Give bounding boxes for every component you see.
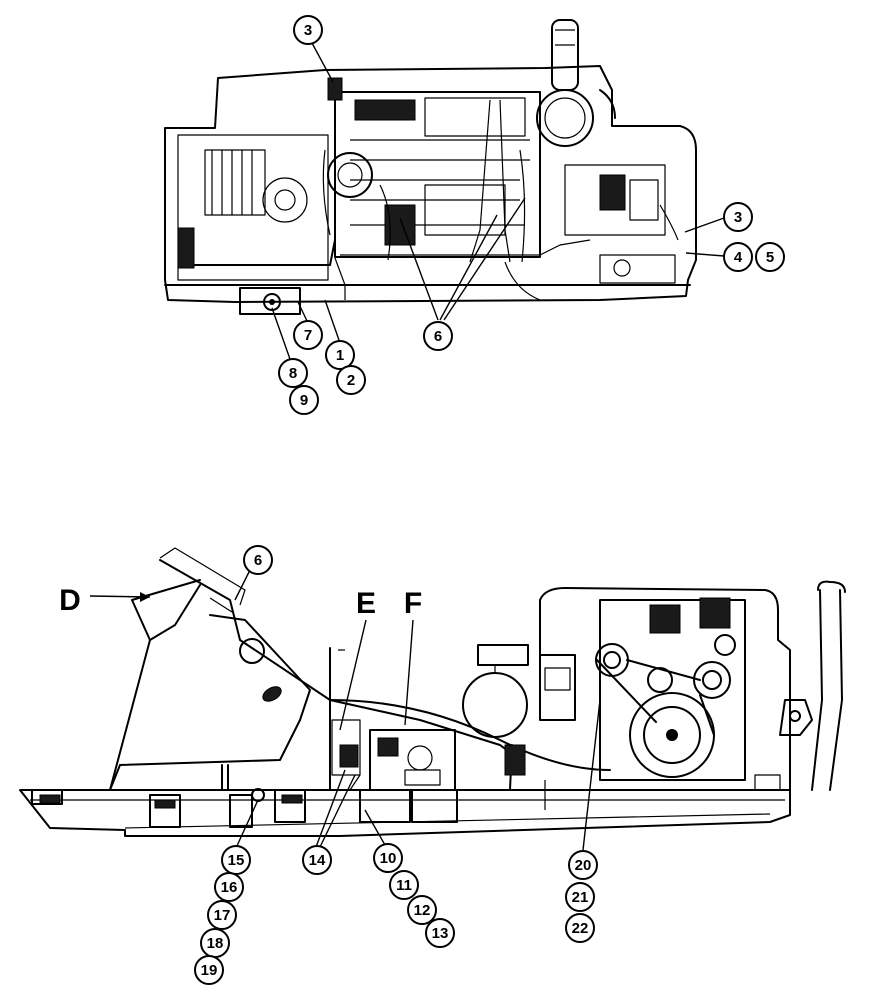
callout-19: 19 xyxy=(194,955,224,985)
callout-22: 22 xyxy=(565,913,595,943)
callout-7: 7 xyxy=(293,320,323,350)
callout-3-top: 3 xyxy=(293,15,323,45)
callout-11: 11 xyxy=(389,870,419,900)
callout-12: 12 xyxy=(407,895,437,925)
svg-text:5: 5 xyxy=(766,249,774,266)
svg-text:22: 22 xyxy=(572,920,589,937)
svg-text:19: 19 xyxy=(201,962,218,979)
side-view-callouts: 6 14 15 16 17 18 19 10 xyxy=(194,545,598,985)
view-label-e: E xyxy=(356,587,376,620)
svg-text:10: 10 xyxy=(380,850,397,867)
view-label-f: F xyxy=(404,587,422,620)
callout-4: 4 xyxy=(723,242,753,272)
svg-text:12: 12 xyxy=(414,902,431,919)
callout-5: 5 xyxy=(755,242,785,272)
callout-20: 20 xyxy=(568,850,598,880)
svg-text:11: 11 xyxy=(396,877,412,894)
callout-9: 9 xyxy=(289,385,319,415)
svg-text:14: 14 xyxy=(309,852,326,869)
callout-6-side: 6 xyxy=(243,545,273,575)
side-view-letters: D E F xyxy=(59,584,422,620)
top-view-drawing xyxy=(164,19,697,315)
svg-text:8: 8 xyxy=(289,365,297,382)
svg-text:20: 20 xyxy=(575,857,592,874)
svg-text:7: 7 xyxy=(304,327,312,344)
svg-text:6: 6 xyxy=(434,328,442,345)
svg-text:18: 18 xyxy=(207,935,224,952)
svg-text:15: 15 xyxy=(228,852,245,869)
svg-text:16: 16 xyxy=(221,879,238,896)
view-label-d: D xyxy=(59,584,81,617)
callout-18: 18 xyxy=(200,928,230,958)
callout-16: 16 xyxy=(214,872,244,902)
svg-text:3: 3 xyxy=(734,209,742,226)
callout-21: 21 xyxy=(565,882,595,912)
svg-text:13: 13 xyxy=(432,925,449,942)
svg-text:9: 9 xyxy=(300,392,308,409)
callout-10: 10 xyxy=(373,843,403,873)
side-view-leaders xyxy=(89,569,601,851)
callout-14: 14 xyxy=(302,845,332,875)
callout-6-top: 6 xyxy=(423,321,453,351)
svg-text:2: 2 xyxy=(347,372,355,389)
callout-13: 13 xyxy=(425,918,455,948)
callout-15: 15 xyxy=(221,845,251,875)
svg-text:6: 6 xyxy=(254,552,262,569)
callout-3-right: 3 xyxy=(723,202,753,232)
callout-17: 17 xyxy=(207,900,237,930)
svg-text:21: 21 xyxy=(572,889,589,906)
svg-text:3: 3 xyxy=(304,22,312,39)
side-view-drawing xyxy=(19,547,846,837)
top-view-leaders xyxy=(271,42,725,363)
callout-2: 2 xyxy=(336,365,366,395)
callout-8: 8 xyxy=(278,358,308,388)
svg-text:1: 1 xyxy=(336,347,344,364)
top-view-callouts: 3 3 4 5 6 7 1 2 xyxy=(278,15,785,415)
svg-text:4: 4 xyxy=(734,249,743,266)
svg-text:17: 17 xyxy=(214,907,231,924)
callout-1: 1 xyxy=(325,340,355,370)
